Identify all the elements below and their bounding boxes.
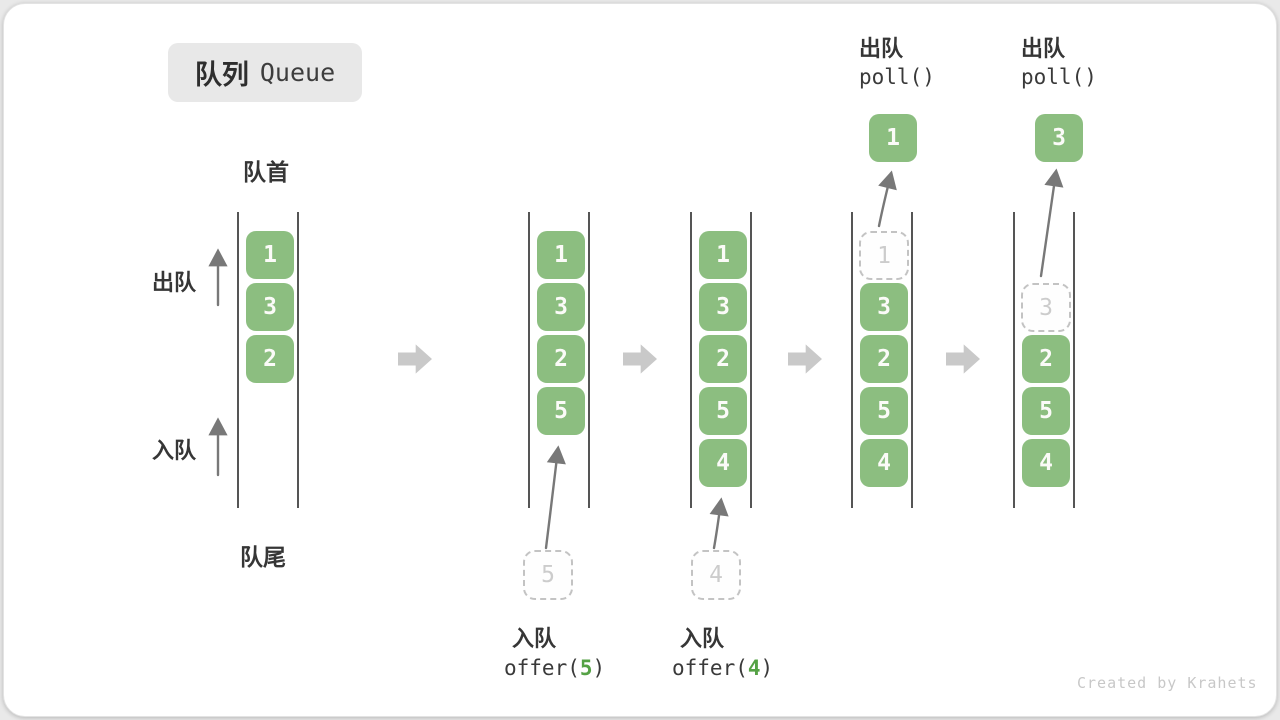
watermark: Created by Krahets (1077, 674, 1258, 692)
dequeue-label: 出队 (152, 270, 197, 295)
queue-state-4: 1 3 2 5 4 (851, 212, 913, 508)
queue-state-2: 1 3 2 5 (528, 212, 590, 508)
code-close: ) (760, 656, 774, 680)
code-arg: 4 (747, 656, 761, 680)
poll-op-label: 出队 (1021, 36, 1066, 61)
title-box: 队列 Queue (168, 43, 362, 102)
offer-op-label: 入队 (680, 626, 725, 651)
queue-cell: 2 (699, 335, 747, 383)
queue-cell: 4 (1022, 439, 1070, 487)
queue-cell: 3 (246, 283, 294, 331)
poll-op-label: 出队 (859, 36, 904, 61)
title-zh: 队列 (194, 60, 249, 90)
flow-arrow-icon (946, 344, 980, 374)
front-label: 队首 (243, 159, 289, 185)
flow-arrow-icon (788, 344, 822, 374)
pending-cell: 4 (691, 550, 741, 600)
poll-op-code: poll() (859, 65, 935, 89)
queue-cell: 5 (699, 387, 747, 435)
rear-label: 队尾 (240, 544, 286, 570)
flow-arrow-icon (398, 344, 432, 374)
queue-cell: 5 (1022, 387, 1070, 435)
code-arg: 5 (579, 656, 593, 680)
poll-result-cell: 1 (869, 114, 917, 162)
code-fn: offer( (504, 656, 580, 680)
queue-cell: 2 (246, 335, 294, 383)
poll-result-cell: 3 (1035, 114, 1083, 162)
ghost-cell: 3 (1021, 283, 1071, 332)
enqueue-label: 入队 (152, 438, 197, 463)
offer-op-code: offer(5) (504, 656, 605, 680)
ghost-cell: 1 (859, 231, 909, 280)
queue-state-1: 1 3 2 (237, 212, 299, 508)
queue-state-3: 1 3 2 5 4 (690, 212, 752, 508)
queue-cell: 2 (860, 335, 908, 383)
queue-cell: 5 (537, 387, 585, 435)
queue-cell: 5 (860, 387, 908, 435)
poll-op-code: poll() (1021, 65, 1097, 89)
queue-cell: 1 (537, 231, 585, 279)
queue-cell: 4 (860, 439, 908, 487)
queue-cell: 3 (699, 283, 747, 331)
queue-state-5: 3 2 5 4 (1013, 212, 1075, 508)
queue-cell: 2 (537, 335, 585, 383)
queue-cell: 2 (1022, 335, 1070, 383)
offer-op-label: 入队 (512, 626, 557, 651)
code-fn: offer( (672, 656, 748, 680)
queue-cell: 4 (699, 439, 747, 487)
queue-cell: 1 (246, 231, 294, 279)
offer-op-code: offer(4) (672, 656, 773, 680)
title-en: Queue (259, 58, 336, 87)
code-close: ) (592, 656, 606, 680)
flow-arrow-icon (623, 344, 657, 374)
queue-cell: 3 (537, 283, 585, 331)
queue-cell: 1 (699, 231, 747, 279)
queue-cell: 3 (860, 283, 908, 331)
pending-cell: 5 (523, 550, 573, 600)
